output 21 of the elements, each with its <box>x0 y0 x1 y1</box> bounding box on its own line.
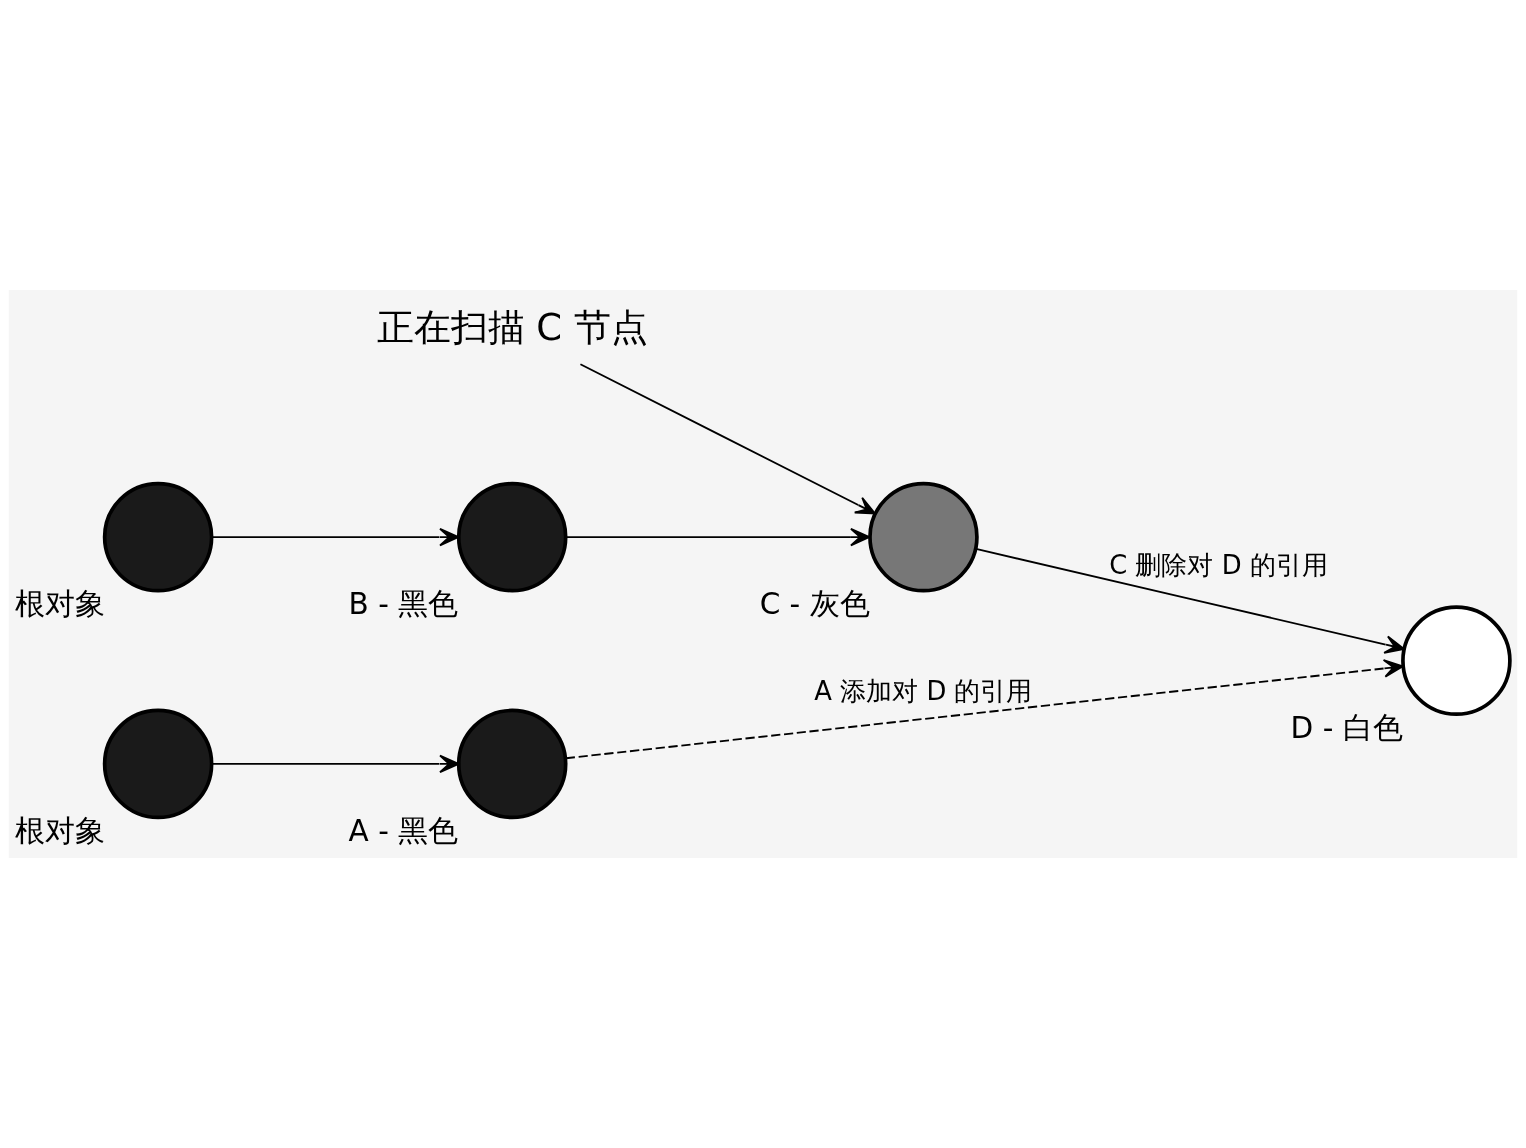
arrow <box>975 548 1405 654</box>
node-label: B - 黑色 <box>348 587 459 622</box>
node-label: C - 灰色 <box>759 587 870 622</box>
node-label: A - 黑色 <box>348 814 459 849</box>
arrow <box>210 754 460 774</box>
node-circle <box>456 708 568 820</box>
arrow <box>565 659 1404 760</box>
node-circle <box>456 481 568 593</box>
arrow <box>579 363 876 515</box>
node-circle <box>102 708 214 820</box>
node-label: 根对象 <box>15 814 106 849</box>
arrow <box>565 527 871 547</box>
edge-label: A 添加对 D 的引用 <box>814 675 1033 706</box>
arrow <box>210 527 460 547</box>
node-circle <box>102 481 214 593</box>
node-label: D - 白色 <box>1290 710 1403 745</box>
node-label: 根对象 <box>15 587 106 622</box>
node-circle <box>1401 605 1512 716</box>
node-circle <box>868 481 979 593</box>
node-text: 正在扫描 C 节点 <box>376 305 648 349</box>
edge-label: C 删除对 D 的引用 <box>1109 550 1328 581</box>
